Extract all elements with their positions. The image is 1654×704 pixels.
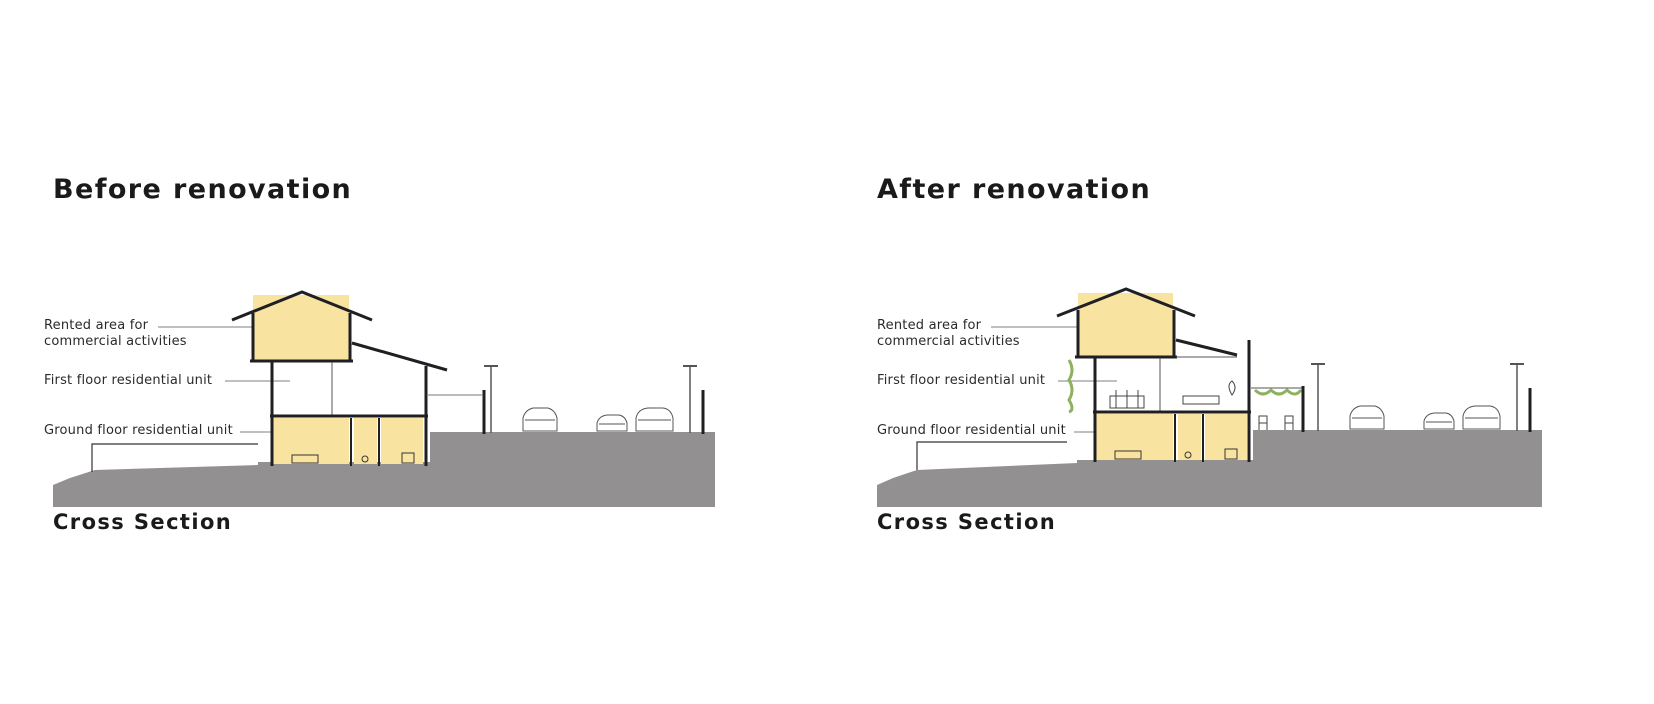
before-label-ground-floor: Ground floor residential unit (44, 423, 233, 438)
before-terrain-wall (91, 443, 258, 472)
before-label-rented-line2: commercial activities (44, 334, 187, 349)
after-cabinet (1224, 448, 1238, 460)
after-ground-room-2 (1178, 414, 1201, 460)
before-car-2 (596, 414, 628, 432)
after-ground (877, 430, 1542, 507)
after-label-rented-line2: commercial activities (877, 334, 1020, 349)
before-title: Before renovation (53, 174, 353, 205)
before-ground-room-2 (354, 418, 377, 464)
after-green-wall (1067, 359, 1074, 414)
before-leanto-roof (351, 341, 448, 372)
after-bed (1114, 450, 1142, 460)
before-roof (231, 290, 373, 322)
after-ground-room-1 (1095, 414, 1173, 460)
panel-after: After renovation Rented area for commerc… (827, 0, 1654, 704)
after-label-rented-area: Rented area for commercial activities (877, 318, 1020, 350)
after-terrain-wall (916, 441, 1067, 470)
before-label-first-floor: First floor residential unit (44, 373, 213, 388)
after-plant-indoor (1228, 380, 1236, 396)
after-roof (1056, 287, 1196, 318)
before-label-rented-line1: Rented area for (44, 318, 149, 333)
after-ground-room-3 (1205, 414, 1247, 460)
before-subtitle: Cross Section (53, 510, 233, 534)
before-bed (291, 454, 319, 464)
before-car-1 (522, 407, 558, 432)
after-label-first-floor: First floor residential unit (877, 373, 1046, 388)
after-label-rented-line1: Rented area for (877, 318, 982, 333)
before-label-rented-area: Rented area for commercial activities (44, 318, 187, 350)
after-label-ground-floor: Ground floor residential unit (877, 423, 1066, 438)
after-toilet (1184, 451, 1192, 459)
after-section-drawing (877, 287, 1542, 507)
after-car-1 (1349, 405, 1385, 430)
before-section-drawing (53, 290, 715, 507)
after-pergola-vines (1253, 387, 1303, 396)
after-subtitle: Cross Section (877, 510, 1057, 534)
after-title: After renovation (877, 174, 1152, 205)
before-ground-room-1 (272, 418, 349, 464)
after-cafe-chairs (1258, 415, 1294, 430)
after-dining-set (1109, 390, 1145, 409)
after-rented-room (1078, 293, 1173, 357)
before-car-3 (635, 407, 674, 432)
after-new-roof (1175, 338, 1238, 357)
after-car-2 (1423, 412, 1455, 430)
before-ground (53, 432, 715, 507)
panel-before: Before renovation Rented area for commer… (44, 174, 715, 534)
before-toilet (361, 455, 369, 463)
before-cabinet (401, 452, 415, 464)
after-car-3 (1462, 405, 1501, 430)
after-sofa (1182, 395, 1220, 405)
